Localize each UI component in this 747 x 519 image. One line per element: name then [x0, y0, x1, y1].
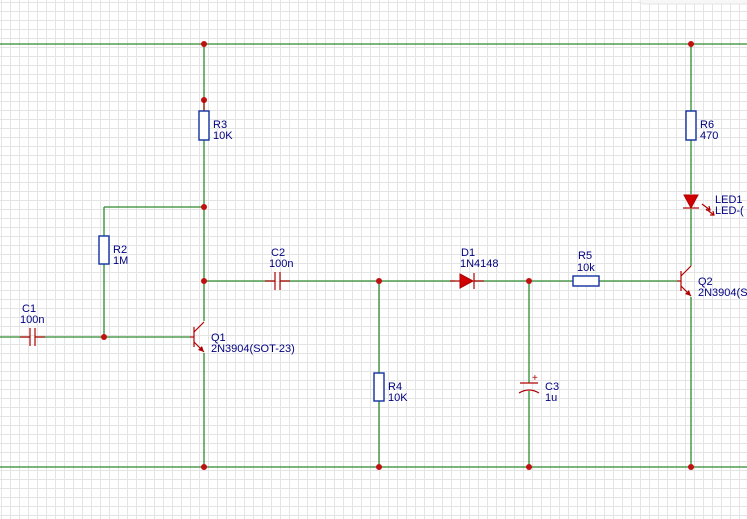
junction-dot: [526, 464, 532, 470]
q2-ref: Q2: [698, 276, 713, 288]
d1-value: 1N4148: [460, 258, 499, 270]
r6-body: [685, 110, 697, 141]
junction-dot: [688, 41, 694, 47]
r2-value: 1M: [113, 255, 128, 267]
r3-ref: R3: [213, 119, 227, 131]
diode-d1[interactable]: D1 1N4148: [450, 247, 499, 289]
r3-value: 10K: [213, 130, 233, 142]
transistor-q1[interactable]: Q1 2N3904(SOT-23): [190, 321, 295, 355]
q1-collector-lead: [193, 321, 205, 333]
led1-ref: LED1: [715, 194, 743, 206]
resistor-r4[interactable]: R4 10K: [373, 372, 408, 404]
led-arrow-1: [701, 203, 711, 211]
r3-body: [198, 110, 210, 141]
capacitor-c3[interactable]: + C3 1u: [518, 373, 559, 404]
r2-ref: R2: [113, 244, 127, 256]
junctions: [101, 41, 694, 470]
r5-ref: R5: [578, 250, 592, 262]
q1-ref: Q1: [211, 332, 226, 344]
capacitor-c1[interactable]: C1 100n: [20, 303, 45, 346]
r4-value: 10K: [388, 392, 408, 404]
panel-edge: [639, 0, 747, 5]
junction-dot: [376, 278, 382, 284]
diode-triangle-icon: [459, 273, 475, 289]
q2-collector-lead: [680, 265, 692, 277]
c3-polarity: +: [532, 373, 538, 384]
d1-ref: D1: [461, 247, 475, 259]
wires: [0, 43, 747, 468]
resistor-r6[interactable]: R6 470: [685, 110, 718, 142]
r2-body: [98, 235, 110, 265]
led-triangle-icon: [683, 194, 699, 210]
r5-body: [572, 275, 600, 287]
junction-dot: [101, 334, 107, 340]
c3-value: 1u: [545, 392, 557, 404]
junction-dot: [201, 204, 207, 210]
resistor-r2[interactable]: R2 1M: [98, 235, 128, 267]
r6-ref: R6: [700, 119, 714, 131]
r5-value: 10k: [577, 262, 595, 274]
led1-value: LED-(: [715, 205, 744, 217]
junction-dot: [526, 278, 532, 284]
q2-emitter-arrow-icon: [685, 290, 691, 296]
q2-value: 2N3904(S: [698, 287, 747, 299]
c3-ref: C3: [545, 381, 559, 393]
resistor-r3[interactable]: R3 10K: [198, 100, 233, 142]
c2-value: 100n: [269, 258, 293, 270]
junction-dot: [688, 464, 694, 470]
led-led1[interactable]: LED1 LED-(: [683, 194, 744, 217]
junction-dot: [201, 278, 207, 284]
led-arrowhead-2: [710, 210, 715, 216]
c2-ref: C2: [271, 247, 285, 259]
c3-plate-curved: [518, 389, 540, 394]
q1-value: 2N3904(SOT-23): [211, 343, 295, 355]
transistor-q2[interactable]: Q2 2N3904(S: [677, 265, 747, 299]
r4-body: [373, 372, 385, 402]
c1-value: 100n: [20, 314, 44, 326]
r6-value: 470: [700, 130, 718, 142]
junction-dot: [376, 464, 382, 470]
junction-dot: [201, 41, 207, 47]
capacitor-c2[interactable]: C2 100n: [265, 247, 293, 290]
resistor-r5[interactable]: R5 10k: [572, 250, 600, 287]
q1-emitter-arrow-icon: [198, 346, 204, 352]
junction-dot: [201, 464, 207, 470]
led-arrow-2: [705, 208, 715, 216]
c1-ref: C1: [22, 303, 36, 315]
r4-ref: R4: [388, 381, 402, 393]
